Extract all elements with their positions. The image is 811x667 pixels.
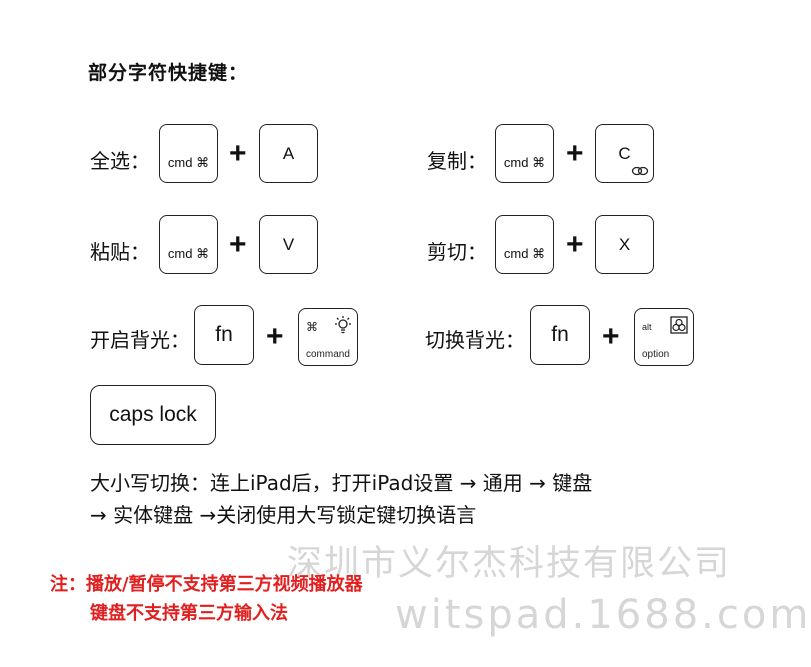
- v-key: V: [259, 215, 318, 274]
- backlight-cycle-icon: [670, 316, 688, 334]
- note-line2: 键盘不支持第三方输入法: [90, 603, 288, 624]
- cmd-key-label: cmd ⌘: [503, 155, 546, 170]
- note-line1: 注：播放/暂停不支持第三方视频播放器: [50, 574, 363, 595]
- caps-lock-label: caps lock: [109, 403, 197, 426]
- cmd-key: cmd ⌘: [159, 215, 218, 274]
- watermark-company: 深圳市义尔杰科技有限公司: [287, 544, 732, 584]
- cmd-key-label: cmd ⌘: [167, 155, 210, 170]
- fn-key: fn: [530, 305, 590, 365]
- plus-sign: +: [229, 137, 247, 170]
- shortcut-label-backlight-on: 开启背光：: [90, 328, 190, 352]
- x-key: X: [595, 215, 654, 274]
- shortcut-label-select-all: 全选：: [90, 149, 150, 173]
- caps-switch-instruction-line1: 大小写切换：连上iPad后，打开iPad设置 → 通用 → 键盘: [90, 471, 593, 495]
- plus-sign: +: [266, 320, 284, 353]
- plus-sign: +: [566, 137, 584, 170]
- cmd-key-label: cmd ⌘: [167, 246, 210, 261]
- command-symbol: ⌘: [306, 320, 318, 334]
- fn-key: fn: [194, 305, 254, 365]
- shortcut-label-cut: 剪切：: [427, 240, 487, 264]
- command-key-label: command: [306, 349, 350, 360]
- cmd-key-label: cmd ⌘: [503, 246, 546, 261]
- cmd-key: cmd ⌘: [495, 215, 554, 274]
- cmd-key: cmd ⌘: [495, 124, 554, 183]
- v-key-label: V: [282, 235, 295, 254]
- page-title: 部分字符快捷键：: [88, 62, 249, 84]
- a-key-label: A: [282, 144, 295, 163]
- c-key-label: C: [618, 144, 631, 163]
- cmd-key: cmd ⌘: [159, 124, 218, 183]
- shortcut-label-copy: 复制：: [427, 149, 487, 173]
- shortcut-label-backlight-switch: 切换背光：: [425, 328, 525, 352]
- fn-key-label: fn: [215, 323, 233, 346]
- option-key: alt option: [634, 308, 694, 366]
- plus-sign: +: [566, 228, 584, 261]
- fn-key-label: fn: [551, 323, 569, 346]
- a-key: A: [259, 124, 318, 183]
- plus-sign: +: [229, 228, 247, 261]
- c-key: C: [595, 124, 654, 183]
- watermark-url: witspad.1688.com: [395, 592, 811, 638]
- x-key-label: X: [618, 235, 631, 254]
- caps-lock-key: caps lock: [90, 385, 216, 445]
- option-key-label: option: [642, 349, 670, 360]
- alt-label: alt: [642, 322, 652, 332]
- backlight-icon: [335, 316, 351, 334]
- command-key: ⌘ command: [298, 308, 358, 366]
- caps-switch-instruction-line2: → 实体键盘 →关闭使用大写锁定键切换语言: [90, 503, 477, 527]
- shortcut-label-paste: 粘贴：: [90, 240, 150, 264]
- plus-sign: +: [602, 320, 620, 353]
- link-icon: [631, 166, 649, 176]
